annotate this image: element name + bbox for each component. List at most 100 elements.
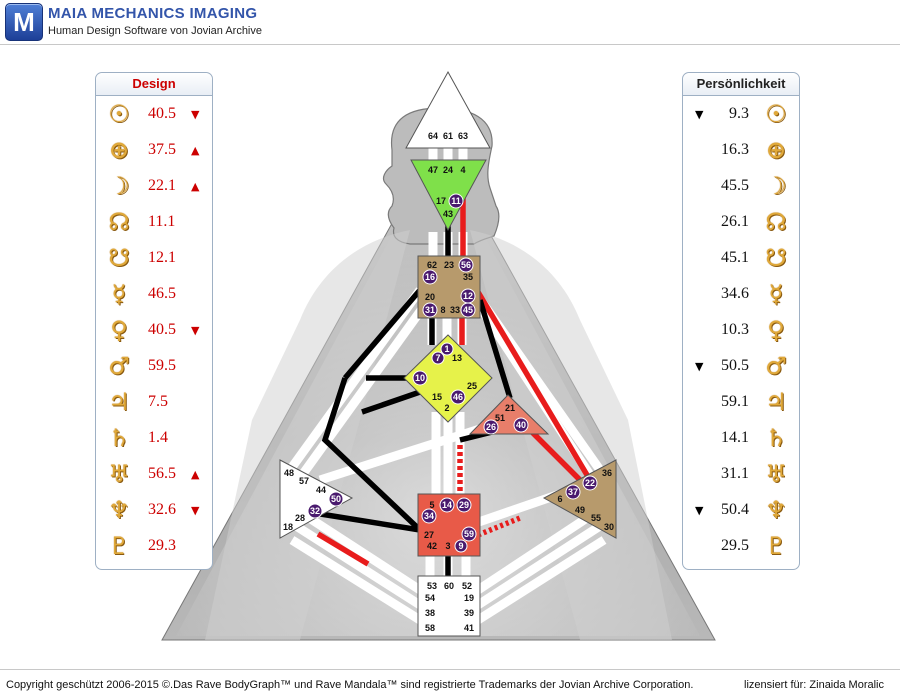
heart-gates: 21 51 26 40 (483, 403, 529, 435)
head-center (405, 70, 491, 149)
gate-number: 8 (440, 305, 445, 315)
gate-number: 47 (428, 165, 438, 175)
arrow-down-icon: ▼ (191, 504, 200, 517)
root-center (417, 575, 481, 637)
gate-number: 9 (458, 541, 463, 551)
gate-number: 61 (443, 131, 453, 141)
earth-icon: ⊕ (765, 136, 787, 164)
planet-row: ☉9.3▼ (683, 96, 799, 132)
gate-number: 36 (602, 468, 612, 478)
planet-row: ☽45.5 (683, 168, 799, 204)
g-gates: 1 7 13 10 25 15 46 2 (412, 342, 477, 413)
gate-number: 5 (429, 500, 434, 510)
gate-number: 24 (443, 165, 453, 175)
sun-icon: ☉ (108, 100, 130, 128)
gate-line-value: 16.3 (721, 141, 749, 158)
moon-icon: ☋ (108, 244, 130, 272)
gate-number: 31 (425, 305, 435, 315)
gate-number: 15 (432, 392, 442, 402)
gate-line-value: 29.3 (148, 537, 176, 554)
gate-number: 45 (463, 305, 473, 315)
north-node-icon: ☽ (108, 172, 130, 200)
gate-number: 26 (486, 422, 496, 432)
gate-line-value: 37.5 (148, 141, 176, 158)
gate-number: 30 (604, 522, 614, 532)
planet-row: ☉40.5▼ (96, 96, 212, 132)
gate-number: 55 (591, 513, 601, 523)
planet-row: ♅31.1 (683, 456, 799, 492)
gate-number: 2 (444, 403, 449, 413)
gate-number: 37 (568, 487, 578, 497)
gate-line-value: 59.1 (721, 393, 749, 410)
gate-line-value: 1.4 (148, 429, 168, 446)
gate-number: 50 (331, 494, 341, 504)
gate-number: 48 (284, 468, 294, 478)
arrow-down-icon: ▼ (191, 324, 200, 337)
gate-number: 52 (462, 581, 472, 591)
planet-row: ♀10.3 (683, 312, 799, 348)
head-gates: 64 61 63 (428, 131, 468, 141)
gate-number: 1 (444, 344, 449, 354)
footer: Copyright geschützt 2006-2015 ©.Das Rave… (0, 669, 900, 700)
design-panel-title: Design (96, 73, 212, 96)
gate-number: 56 (461, 260, 471, 270)
gate-number: 46 (453, 392, 463, 402)
arrow-down-icon: ▼ (191, 108, 200, 121)
uranus-icon: ♅ (108, 460, 130, 488)
gate-number: 34 (424, 511, 434, 521)
planet-row: ♃7.5 (96, 384, 212, 420)
gate-number: 64 (428, 131, 438, 141)
arrow-up-icon: ▲ (191, 144, 200, 157)
gate-line-value: 34.6 (721, 285, 749, 302)
app-title: MAIA MECHANICS IMAGING (48, 5, 258, 22)
arrow-down-icon: ▼ (695, 108, 704, 121)
gate-number: 32 (310, 506, 320, 516)
gate-number: 16 (425, 272, 435, 282)
design-panel: Design ☉40.5▼⊕37.5▲☽22.1▲☊11.1☋12.1☿46.5… (95, 72, 213, 570)
planet-row: ♅56.5▲ (96, 456, 212, 492)
gate-number: 14 (442, 500, 452, 510)
planet-row: ⊕ 16.3 (683, 132, 799, 168)
gate-line-value: 26.1 (721, 213, 749, 230)
app-header: M MAIA MECHANICS IMAGING Human Design So… (0, 0, 900, 45)
gate-number: 13 (452, 353, 462, 363)
gate-number: 17 (436, 196, 446, 206)
planet-row: ♄14.1 (683, 420, 799, 456)
gate-line-value: 59.5 (148, 357, 176, 374)
gate-number: 35 (463, 272, 473, 282)
ajna-gates: 47 24 4 17 11 43 (428, 165, 466, 219)
app-logo: M (5, 3, 43, 41)
spleen-gates: 48 57 44 50 32 28 18 (283, 468, 344, 532)
app-subtitle: Human Design Software von Jovian Archive (48, 25, 262, 37)
gate-number: 51 (495, 413, 505, 423)
planet-row: ☊11.1 (96, 204, 212, 240)
mercury-icon: ☿ (768, 280, 784, 308)
planet-row: ☿46.5 (96, 276, 212, 312)
gate-number: 25 (467, 381, 477, 391)
gate-line-value: 40.5 (148, 321, 176, 338)
arrow-up-icon: ▲ (191, 180, 200, 193)
planet-row: ⊕37.5▲ (96, 132, 212, 168)
gate-number: 29 (459, 500, 469, 510)
gate-number: 38 (425, 608, 435, 618)
saturn-icon: ♄ (765, 424, 787, 452)
gate-line-value: 45.5 (721, 177, 749, 194)
planet-row: ♀ 40.5 ▼ (96, 312, 212, 348)
arrow-down-icon: ▼ (695, 360, 704, 373)
planet-row: ☋12.1 (96, 240, 212, 276)
gate-line-value: 9.3 (729, 105, 749, 122)
gate-line-value: 32.6 (148, 501, 176, 518)
gate-line-value: 50.4 (721, 501, 749, 518)
gate-line-value: 7.5 (148, 393, 168, 410)
gate-number: 20 (425, 292, 435, 302)
gate-number: 43 (443, 209, 453, 219)
gate-number: 27 (424, 530, 434, 540)
gate-number: 19 (464, 593, 474, 603)
gate-number: 23 (444, 260, 454, 270)
gate-line-value: 11.1 (148, 213, 176, 230)
gate-number: 54 (425, 593, 435, 603)
venus-icon: ♀ (110, 316, 128, 344)
arrow-down-icon: ▼ (695, 504, 704, 517)
gate-line-value: 29.5 (721, 537, 749, 554)
